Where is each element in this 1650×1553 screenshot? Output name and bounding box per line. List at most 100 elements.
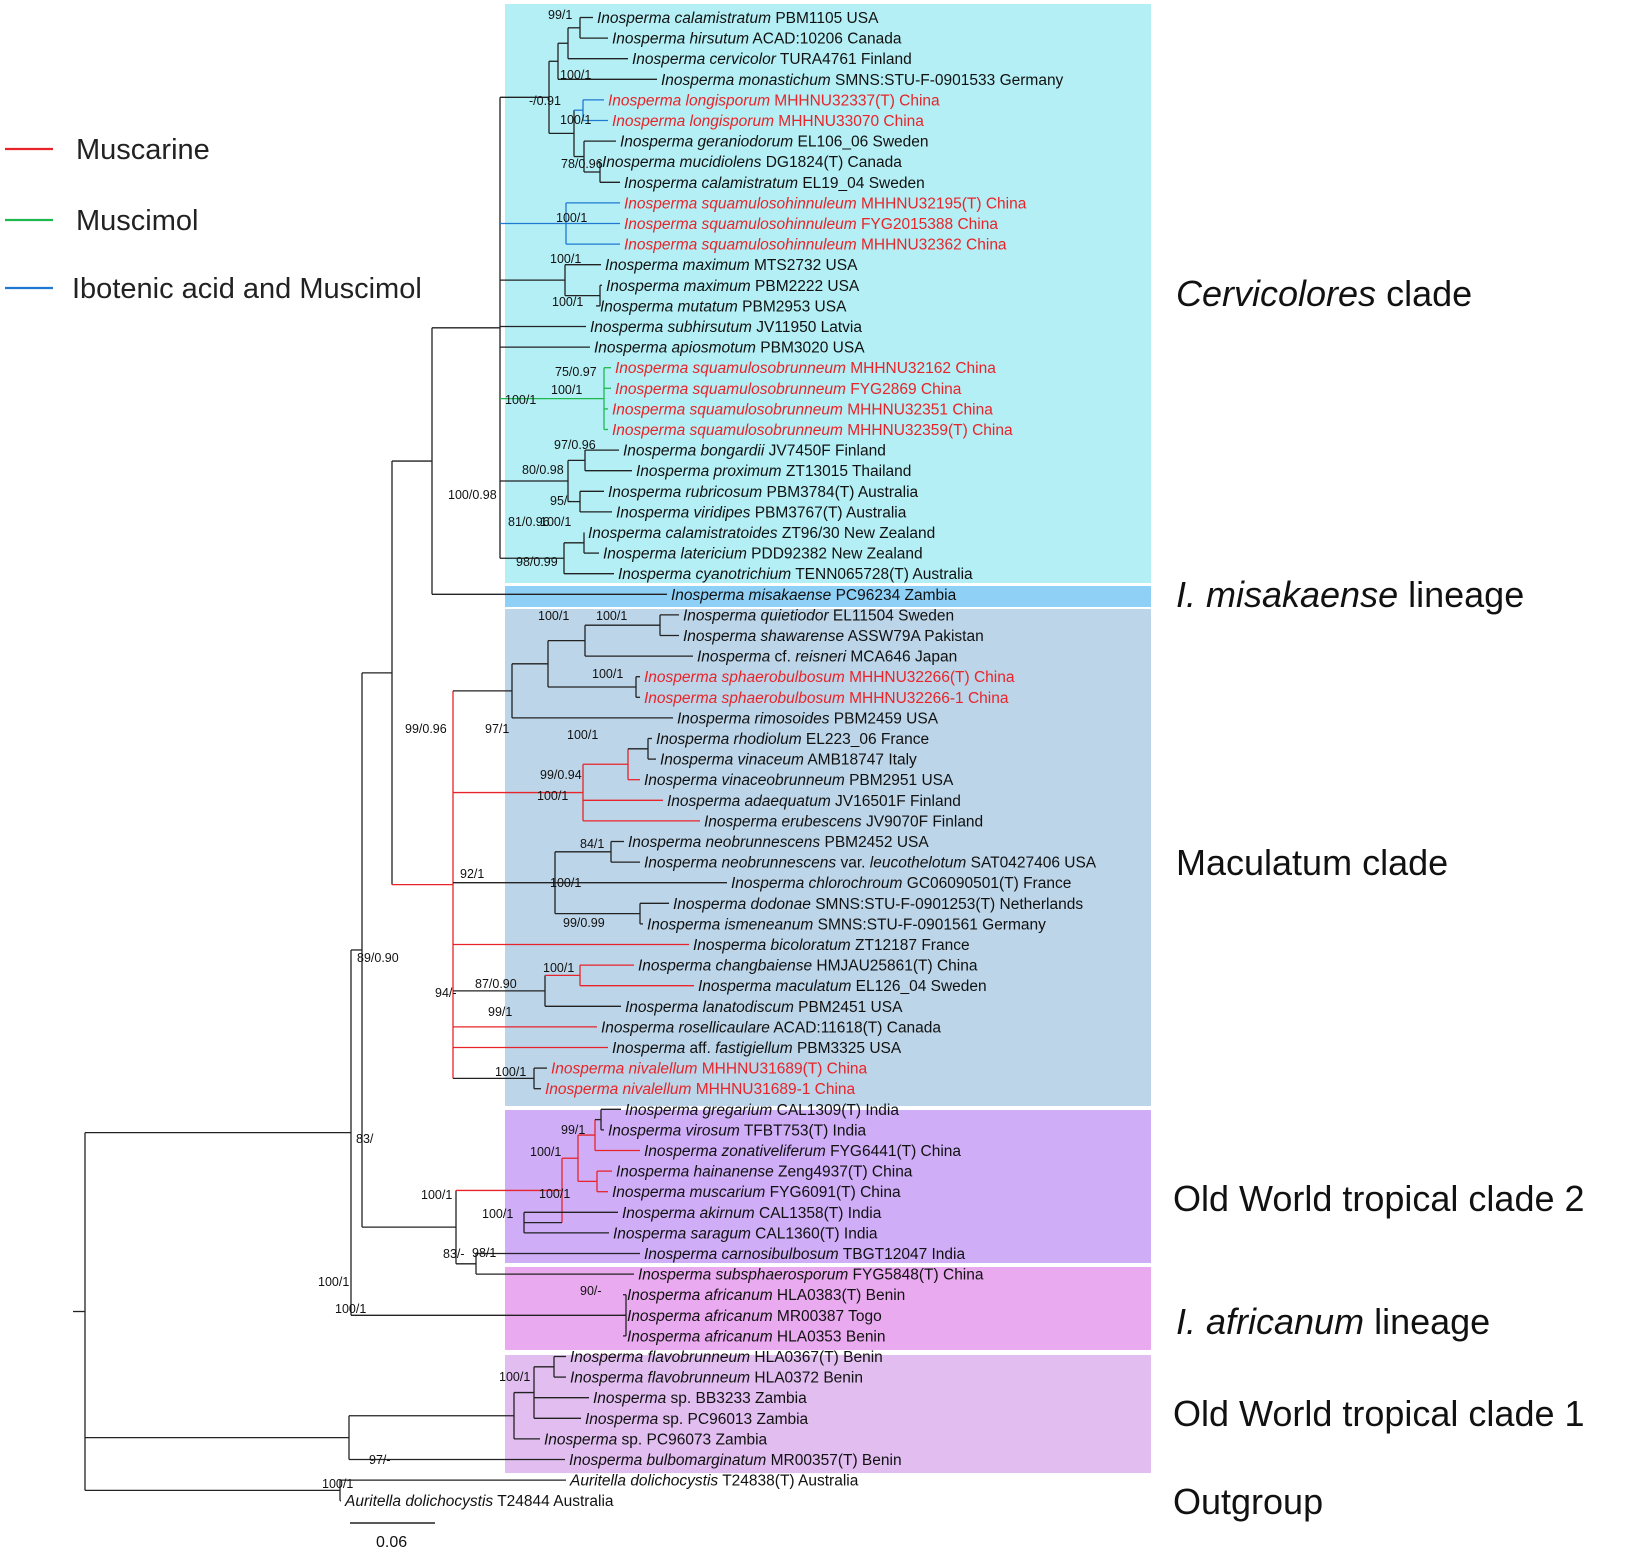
branch-layer [73, 16, 727, 1502]
tip-label-7: Inosperma geraniodorum EL106_06 Sweden [620, 134, 929, 151]
tip-label-38: Inosperma vinaceobrunneum PBM2951 USA [644, 772, 954, 789]
legend-muscimol-label: Muscimol [76, 205, 198, 237]
support-value-26: 97/1 [485, 722, 509, 736]
tip-label-50: Inosperma rosellicaulare ACAD:11618(T) C… [601, 1019, 941, 1036]
support-value-11: 97/0.96 [554, 438, 596, 452]
tip-label-42: Inosperma neobrunnescens var. leucothelo… [644, 855, 1097, 872]
support-value-2: 100/1 [560, 68, 591, 82]
support-value-22: 100/1 [592, 667, 623, 681]
tip-label-4: Inosperma monastichum SMNS:STU-F-0901533… [661, 72, 1064, 89]
support-value-6: 100/1 [556, 211, 587, 225]
scale-bar-label: 0.06 [376, 1534, 407, 1551]
tip-label-48: Inosperma maculatum EL126_04 Sweden [698, 978, 987, 995]
support-value-43: 100/1 [482, 1207, 513, 1221]
support-value-24: 99/0.94 [540, 768, 582, 782]
tip-label-72: Auritella dolichocystis T24838(T) Austra… [569, 1473, 859, 1490]
clade-band-owt2 [505, 1110, 1151, 1263]
tip-label-26: Inosperma calamistratoides ZT96/30 New Z… [588, 525, 935, 542]
tip-label-9: Inosperma calamistratum EL19_04 Sweden [624, 175, 925, 192]
tip-label-69: Inosperma sp. PC96013 Zambia [585, 1411, 809, 1428]
support-value-40: 100/1 [421, 1188, 452, 1202]
support-value-39: 100/1 [539, 1187, 570, 1201]
legend-muscarine-label: Muscarine [76, 134, 210, 166]
tip-label-17: Inosperma apiosmotum PBM3020 USA [594, 340, 865, 357]
tip-label-67: Inosperma flavobrunneum HLA0372 Benin [570, 1370, 863, 1387]
tip-label-62: Inosperma subsphaerosporum FYG5848(T) Ch… [638, 1267, 984, 1284]
tip-label-53: Inosperma nivalellum MHHNU31689-1 China [545, 1081, 856, 1098]
tip-label-24: Inosperma rubricosum PBM3784(T) Australi… [608, 484, 919, 501]
support-value-38: 100/1 [530, 1145, 561, 1159]
tip-label-55: Inosperma virosum TFBT753(T) India [608, 1122, 867, 1139]
support-value-9: 100/1 [550, 252, 581, 266]
tip-label-61: Inosperma carnosibulbosum TBGT12047 Indi… [644, 1246, 965, 1263]
support-value-5: 78/0.96 [561, 157, 603, 171]
clade-band-maculatum [505, 609, 1151, 1106]
tip-label-11: Inosperma squamulosohinnuleum FYG2015388… [624, 216, 998, 233]
tip-label-31: Inosperma shawarense ASSW79A Pakistan [683, 628, 984, 645]
support-value-48: 97/- [369, 1453, 391, 1467]
support-value-47: 100/1 [499, 1370, 530, 1384]
tip-label-36: Inosperma rhodiolum EL223_06 France [656, 731, 929, 748]
support-value-16: 98/0.99 [516, 555, 558, 569]
tip-label-14: Inosperma maximum PBM2222 USA [606, 278, 860, 295]
tip-label-34: Inosperma sphaerobulbosum MHHNU32266-1 C… [644, 690, 1009, 707]
tip-label-19: Inosperma squamulosobrunneum FYG2869 Chi… [615, 381, 962, 398]
support-value-17: 100/0.98 [448, 488, 497, 502]
support-value-1: 99/1 [548, 8, 572, 22]
support-value-30: 92/1 [460, 867, 484, 881]
tip-label-52: Inosperma nivalellum MHHNU31689(T) China [551, 1061, 868, 1078]
tip-label-44: Inosperma dodonae SMNS:STU-F-0901253(T) … [673, 896, 1083, 913]
support-value-13: 95/- [550, 494, 572, 508]
support-value-23: 100/1 [567, 728, 598, 742]
tip-label-10: Inosperma squamulosohinnuleum MHHNU32195… [624, 195, 1027, 212]
tip-label-28: Inosperma cyanotrichium TENN065728(T) Au… [618, 566, 973, 583]
legend-ibotenic-label: Ibotenic acid and Muscimol [72, 273, 422, 305]
support-value-18: 100/1 [505, 393, 536, 407]
support-value-19: 99/0.96 [405, 722, 447, 736]
support-value-27: 84/1 [580, 837, 604, 851]
support-value-14: 81/0.96 [508, 515, 550, 529]
support-value-3: -/0.91 [529, 94, 561, 108]
support-value-44: 83/ [356, 1132, 374, 1146]
support-value-10: 100/1 [551, 383, 582, 397]
support-value-50: 100/1 [322, 1477, 353, 1491]
support-value-29: 99/0.99 [563, 916, 605, 930]
support-value-33: 99/1 [488, 1005, 512, 1019]
tip-label-13: Inosperma maximum MTS2732 USA [605, 257, 858, 274]
clade-band-cervicolores [505, 4, 1151, 583]
clade-label-misakaense: I. misakaense lineage [1176, 574, 1524, 615]
tip-label-47: Inosperma changbaiense HMJAU25861(T) Chi… [638, 958, 978, 975]
tip-label-18: Inosperma squamulosobrunneum MHHNU32162 … [615, 360, 996, 377]
tip-label-29: Inosperma misakaense PC96234 Zambia [671, 587, 957, 604]
scale-bar: 0.06 [350, 1522, 435, 1551]
support-value-25: 100/1 [537, 789, 568, 803]
support-value-41: 83/- [443, 1247, 465, 1261]
tip-label-33: Inosperma sphaerobulbosum MHHNU32266(T) … [644, 669, 1015, 686]
tip-label-59: Inosperma akirnum CAL1358(T) India [622, 1205, 882, 1222]
support-value-37: 99/1 [561, 1123, 585, 1137]
tip-label-60: Inosperma saragum CAL1360(T) India [613, 1225, 878, 1242]
clade-label-owt1: Old World tropical clade 1 [1173, 1393, 1585, 1434]
clade-band-africanum [505, 1267, 1151, 1350]
tip-label-63: Inosperma africanum HLA0383(T) Benin [627, 1287, 905, 1304]
tip-label-21: Inosperma squamulosobrunneum MHHNU32359(… [612, 422, 1013, 439]
tip-label-57: Inosperma hainanense Zeng4937(T) China [616, 1164, 913, 1181]
tip-label-5: Inosperma longisporum MHHNU32337(T) Chin… [608, 92, 940, 109]
support-value-8: 75/0.97 [555, 365, 597, 379]
tip-label-layer: Inosperma calamistratum PBM1105 USA Inosp… [344, 10, 1097, 1510]
clade-band-misakaense [505, 586, 1151, 607]
support-value-45: 100/1 [318, 1275, 349, 1289]
support-value-36: 89/0.90 [357, 951, 399, 965]
support-value-4: 100/1 [560, 113, 591, 127]
support-value-32: 87/0.90 [475, 977, 517, 991]
tip-label-51: Inosperma aff. fastigiellum PBM3325 USA [612, 1040, 902, 1057]
tip-label-22: Inosperma bongardii JV7450F Finland [623, 443, 886, 460]
tip-label-39: Inosperma adaequatum JV16501F Finland [667, 793, 961, 810]
clade-label-africanum: I. africanum lineage [1176, 1301, 1490, 1342]
tip-label-27: Inosperma latericium PDD92382 New Zealan… [603, 546, 923, 563]
legend: Muscarine Muscimol Ibotenic acid and Mus… [5, 134, 422, 305]
clade-band-owt1 [505, 1355, 1151, 1473]
support-value-46: 90/- [580, 1284, 602, 1298]
tip-label-1: Inosperma calamistratum PBM1105 USA [597, 10, 879, 27]
